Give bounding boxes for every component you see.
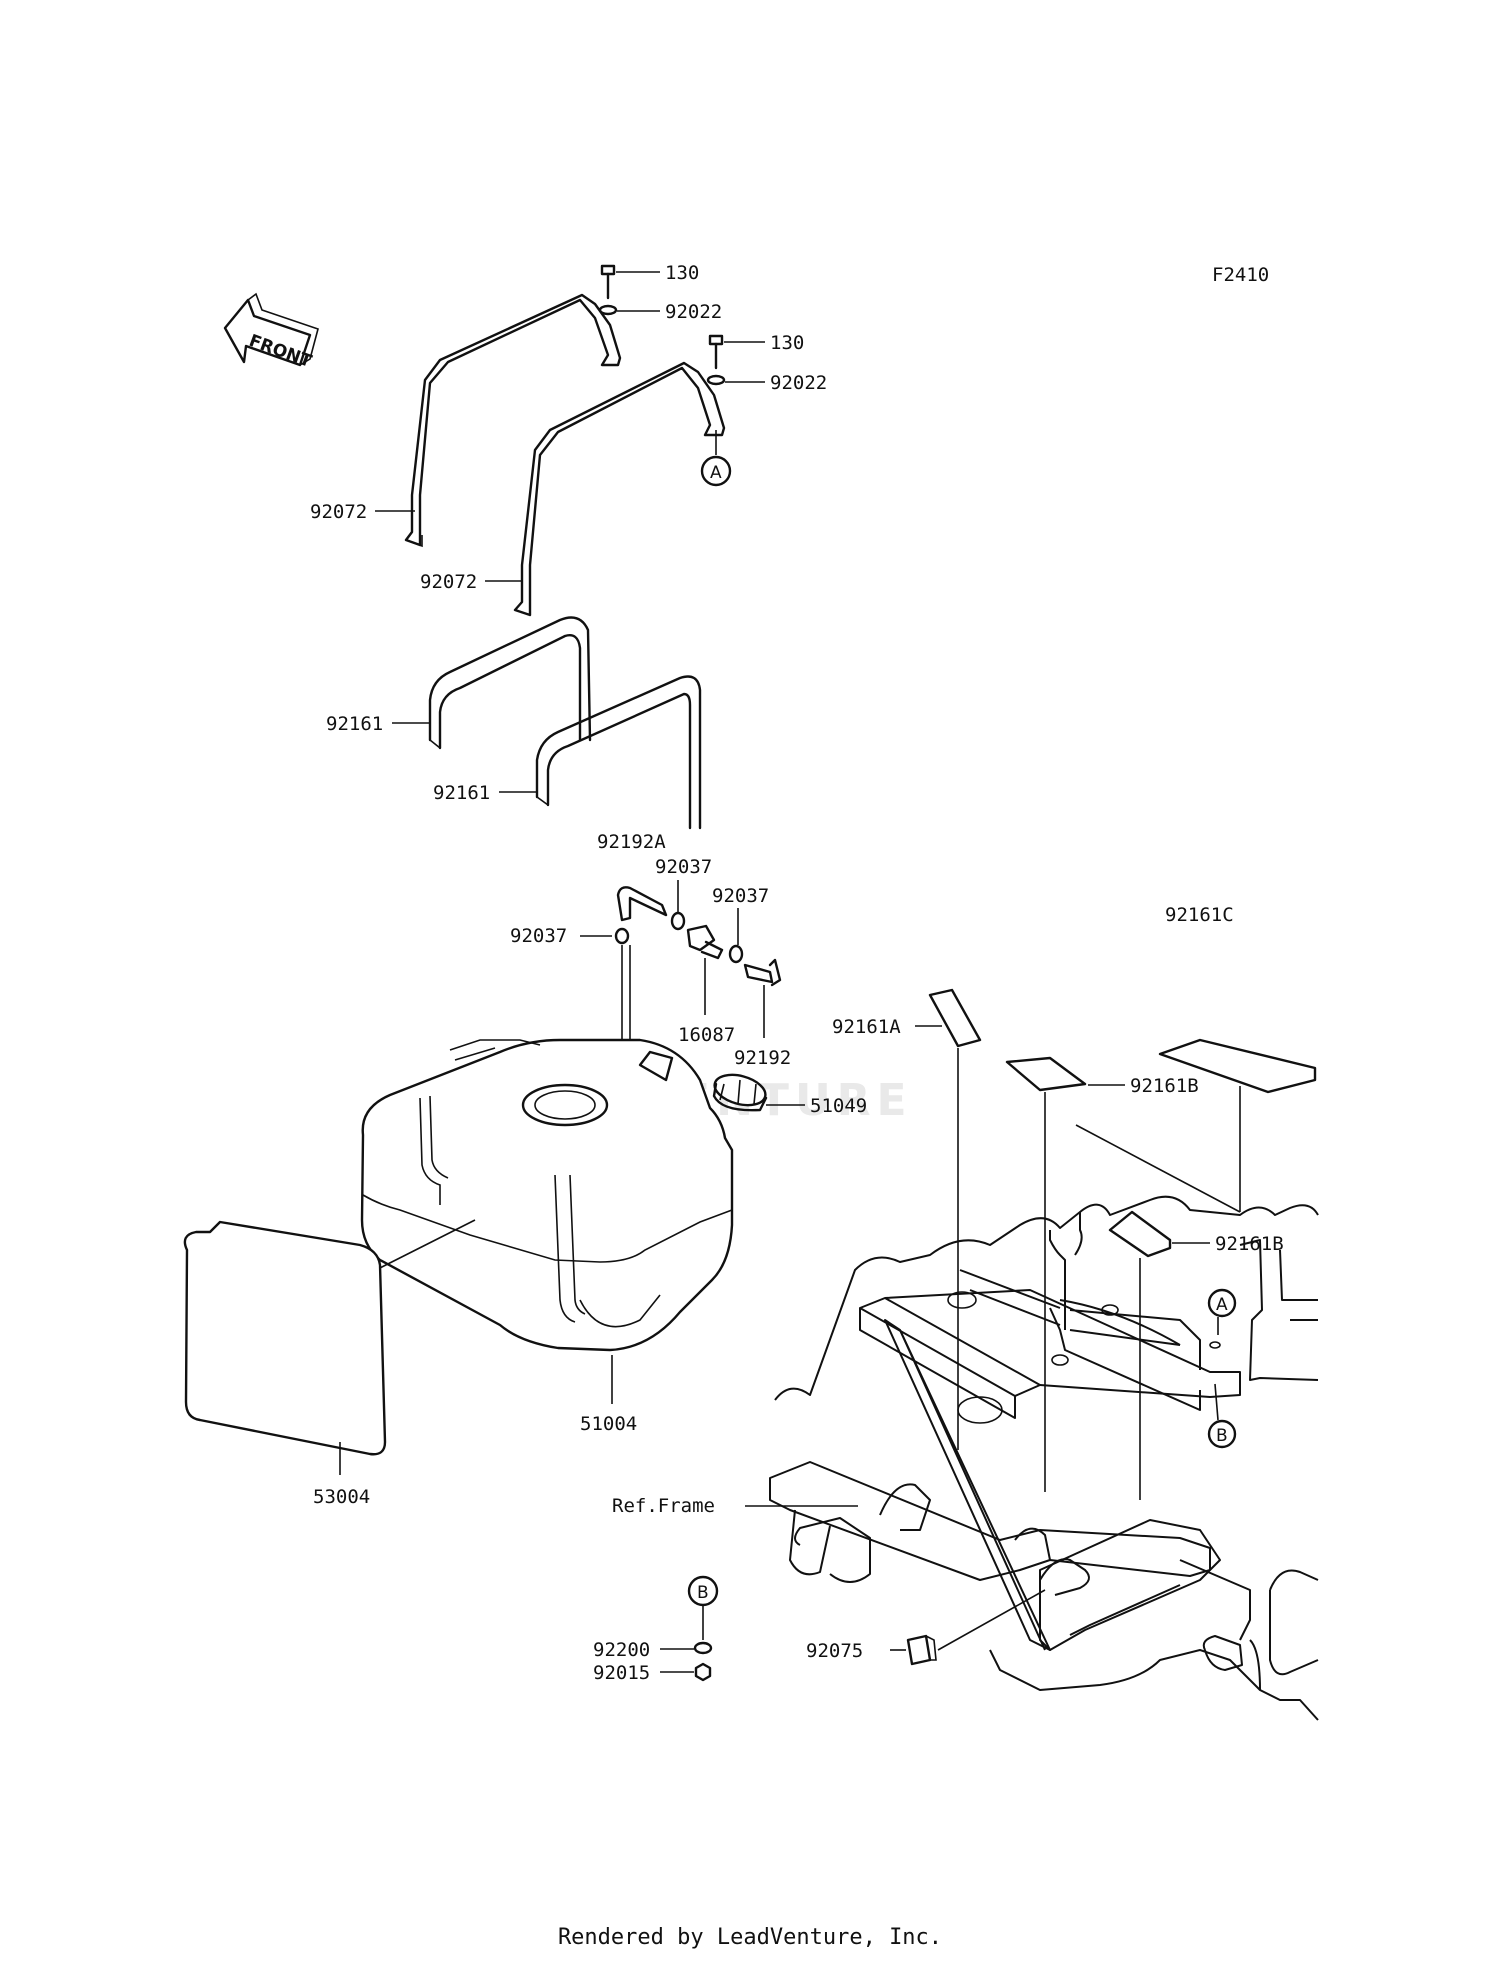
- label-92192: 92192: [734, 1047, 791, 1069]
- label-51049: 51049: [810, 1095, 867, 1117]
- bolt-130-lower: [706, 334, 726, 386]
- hose-92192: [743, 958, 782, 987]
- cushion-92075: [906, 1634, 937, 1666]
- reference-frame: [769, 1195, 1319, 1721]
- label-92192a: 92192A: [597, 831, 666, 853]
- valve-16087: [686, 924, 724, 960]
- label-92022-a: 92022: [665, 301, 722, 323]
- callout-a-frame-circle: [1207, 1288, 1237, 1318]
- label-16087: 16087: [678, 1024, 735, 1046]
- cover-53004: [183, 1220, 387, 1456]
- collar-92200: [693, 1641, 713, 1655]
- label-92072-a: 92072: [310, 501, 367, 523]
- label-92161-b: 92161: [433, 782, 490, 804]
- pad-92161b-upper: [1005, 1056, 1087, 1092]
- callout-b-frame: B: [1216, 1426, 1228, 1446]
- label-53004: 53004: [313, 1486, 370, 1508]
- callout-a-frame: A: [1216, 1295, 1228, 1315]
- clamp-92037-b: [728, 944, 744, 964]
- label-92022-b: 92022: [770, 372, 827, 394]
- callout-a-top: A: [710, 463, 722, 483]
- label-92161-a: 92161: [326, 713, 383, 735]
- label-130-b: 130: [770, 332, 804, 354]
- fuel-tank-51004: [360, 1038, 734, 1352]
- footer-credit: Rendered by LeadVenture, Inc.: [557, 1925, 943, 1950]
- pad-92161b-lower: [1108, 1210, 1172, 1258]
- tank-band-92072-rear: [404, 293, 622, 548]
- pad-92161a: [928, 988, 982, 1048]
- pad-92161-front: [535, 675, 702, 830]
- fuel-cap-51049: [712, 1073, 768, 1112]
- label-92037-top: 92037: [655, 856, 712, 878]
- callout-b-frame-circle: [1207, 1419, 1237, 1449]
- front-arrow-icon: FRONT: [223, 292, 319, 372]
- pad-92161c: [1158, 1038, 1317, 1094]
- hose-92192a: [616, 886, 668, 922]
- label-92075: 92075: [806, 1640, 863, 1662]
- bolt-130-upper: [598, 264, 618, 316]
- label-92161c: 92161C: [1165, 904, 1234, 926]
- label-92037-right: 92037: [712, 885, 769, 907]
- diagram-code: F2410: [1212, 264, 1269, 286]
- label-92161b-a: 92161B: [1130, 1075, 1199, 1097]
- label-92015: 92015: [593, 1662, 650, 1684]
- clamp-92037-a: [670, 911, 686, 931]
- pad-92161-rear: [428, 616, 592, 750]
- label-92072-b: 92072: [420, 571, 477, 593]
- label-51004: 51004: [580, 1413, 637, 1435]
- nut-92015: [694, 1662, 712, 1682]
- label-92200: 92200: [593, 1639, 650, 1661]
- label-92161a: 92161A: [832, 1016, 901, 1038]
- tank-band-92072-front: [513, 361, 726, 617]
- label-ref-frame: Ref.Frame: [612, 1495, 715, 1517]
- label-130-a: 130: [665, 262, 699, 284]
- label-92161b-b: 92161B: [1215, 1233, 1284, 1255]
- label-92037-left: 92037: [510, 925, 567, 947]
- callout-b-bottom: B: [697, 1583, 709, 1603]
